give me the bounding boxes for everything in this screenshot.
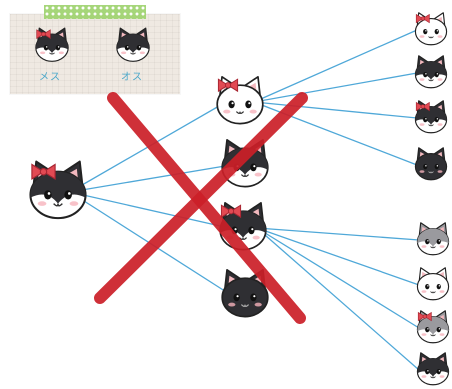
gc-1c-ribbon — [415, 101, 430, 112]
cat-faces — [29, 12, 450, 386]
legend-note — [10, 14, 180, 94]
line-child1-gc-4 — [253, 101, 418, 166]
line-child3-gc-1 — [256, 227, 420, 241]
gc-1b — [414, 55, 448, 89]
gc-3a — [416, 222, 450, 256]
child-1 — [216, 75, 264, 125]
gc-3c — [416, 310, 450, 344]
gc-3d — [416, 352, 450, 386]
parent-cat — [29, 160, 87, 220]
legend-female-cat-ribbon — [36, 29, 51, 39]
line-child3-gc-3 — [256, 227, 420, 329]
parent-cat-ribbon — [31, 163, 56, 180]
legend-female-label: メス — [39, 72, 61, 83]
line-child1-gc-2 — [253, 72, 418, 103]
child-3-ribbon — [220, 204, 242, 219]
gc-1d — [414, 147, 448, 181]
cross-out-mark — [94, 92, 308, 324]
legend-tape — [44, 5, 146, 19]
line-child3-gc-2 — [256, 227, 420, 286]
gc-3b — [416, 267, 450, 301]
child-1-ribbon — [217, 78, 239, 93]
legend-male-cat — [116, 27, 150, 62]
line-root-child-3 — [69, 191, 230, 229]
gc-1a-ribbon — [415, 13, 430, 24]
line-child1-gc-3 — [253, 101, 418, 119]
line-child3-gc-4 — [256, 227, 420, 371]
gc-1a — [414, 12, 448, 46]
gc-1c — [414, 100, 448, 134]
cross-stroke-2 — [94, 92, 308, 304]
legend-female-cat — [35, 27, 69, 62]
line-child1-gc-1 — [253, 29, 418, 103]
gc-3c-ribbon — [417, 311, 432, 322]
connection-lines — [69, 29, 420, 371]
legend-male-label: オス — [121, 72, 143, 83]
cross-stroke-1 — [107, 92, 306, 324]
line-root-child-2 — [69, 164, 232, 193]
